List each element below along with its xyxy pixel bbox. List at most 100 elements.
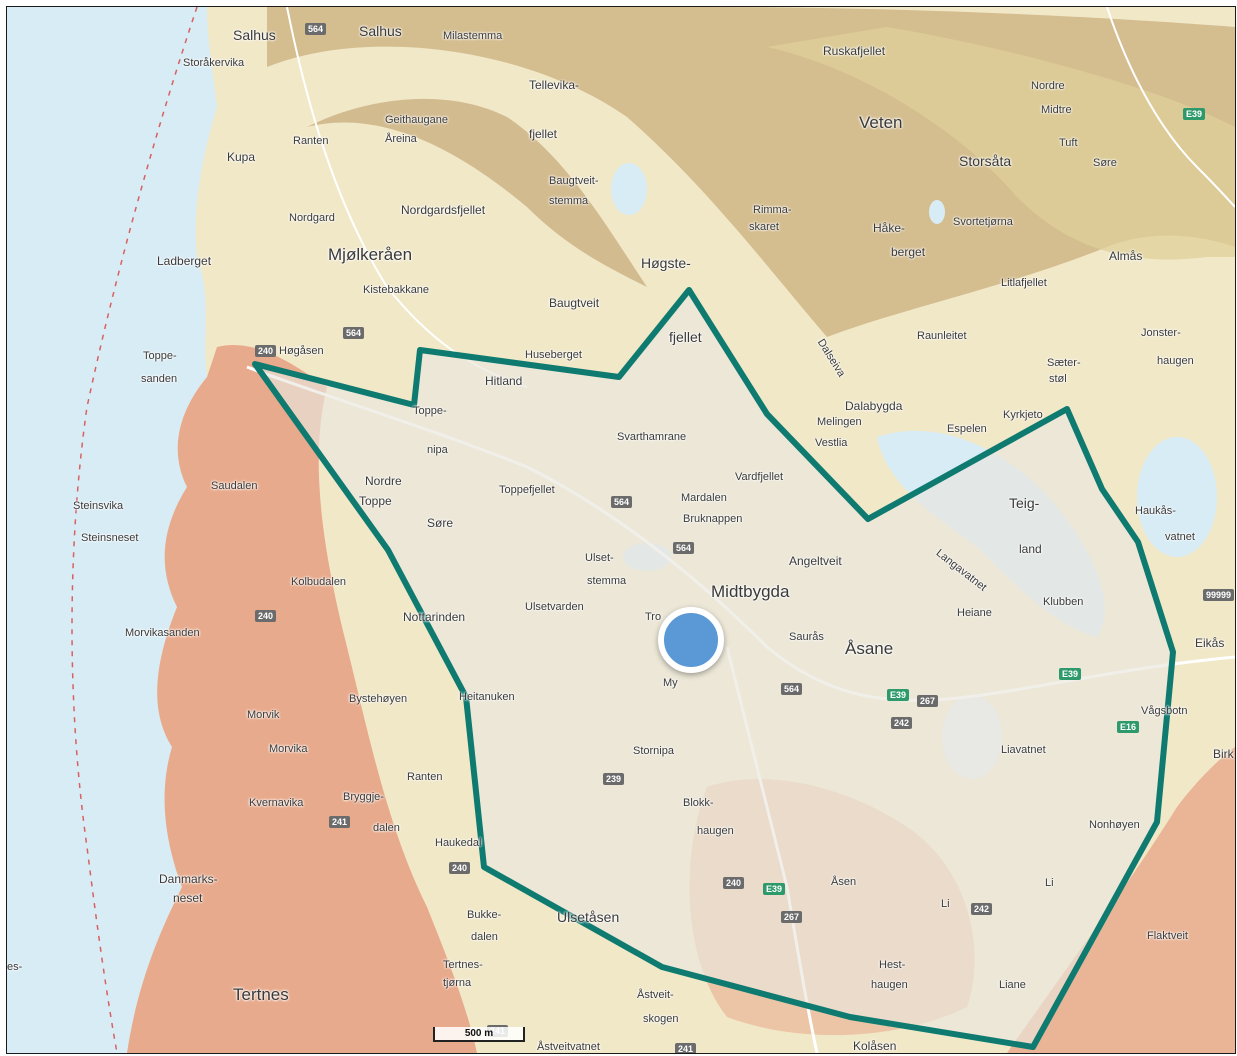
place-label: Ruskafjellet — [823, 44, 886, 58]
place-label: Toppe — [359, 494, 392, 508]
place-label: Nordre — [1031, 80, 1065, 92]
place-label: Almås — [1109, 249, 1143, 263]
place-label: Svarthamrane — [617, 431, 687, 443]
road-shield: 564 — [343, 327, 365, 339]
place-label: Kolbudalen — [291, 576, 347, 588]
municipal-boundary — [71, 7, 198, 1053]
place-label: Danmarks- — [159, 872, 218, 886]
place-label: Heiane — [957, 607, 992, 619]
current-location-marker[interactable] — [658, 607, 724, 673]
scale-bar: 500 m — [433, 1027, 525, 1042]
place-label: Saudalen — [211, 480, 258, 492]
road-shield: 564 — [673, 542, 695, 554]
place-label: Salhus — [233, 27, 276, 43]
place-label: Kyrkjeto — [1003, 409, 1043, 421]
mountain-area-2 — [307, 98, 647, 288]
place-label: fjellet — [669, 329, 702, 345]
place-label: Toppefjellet — [499, 484, 555, 496]
place-label: tjørna — [443, 977, 472, 989]
place-label: stemma — [587, 575, 627, 587]
place-label: haugen — [697, 825, 734, 837]
place-label: Heitanuken — [459, 691, 515, 703]
place-label: Rimma- — [753, 204, 792, 216]
place-label: berget — [891, 245, 926, 259]
place-label: Haukås- — [1135, 505, 1176, 517]
road-shield: E39 — [763, 883, 786, 895]
road-shield: E39 — [1183, 108, 1206, 120]
place-label: Raunleitet — [917, 330, 967, 342]
place-label: Ulsetvarden — [525, 601, 584, 613]
place-label: Hest- — [879, 959, 906, 971]
place-label: Haukedal — [435, 837, 482, 849]
place-label: Blokk- — [683, 797, 714, 809]
place-label: Flaktveit — [1147, 930, 1188, 942]
place-label: Birk — [1213, 747, 1234, 761]
place-label: Hitland — [485, 374, 523, 388]
place-label: Klubben — [1043, 596, 1084, 608]
road-shield: 564 — [611, 496, 633, 508]
place-label: Vardfjellet — [735, 471, 784, 483]
place-label: Litlafjellet — [1001, 277, 1047, 289]
map-viewport[interactable]: Salhus Salhus Milastemma Storåkervika Ru… — [6, 6, 1236, 1054]
place-label: Baugtveit- — [549, 175, 599, 187]
place-label: Toppe- — [413, 405, 447, 417]
place-label: skaret — [749, 221, 779, 233]
place-label: Dalabygda — [845, 399, 903, 413]
place-label: haugen — [871, 979, 908, 991]
place-label: vatnet — [1165, 531, 1195, 543]
road-shield: E39 — [1059, 668, 1082, 680]
place-label: Nordre — [365, 474, 402, 488]
road-shield: 564 — [305, 23, 327, 35]
place-label: skogen — [643, 1013, 679, 1025]
place-label: Melingen — [817, 416, 862, 428]
place-label: Li — [1045, 877, 1054, 889]
place-label: Tertnes — [233, 985, 289, 1004]
zone-polygon[interactable] — [252, 287, 1176, 1050]
place-label: Storsåta — [959, 153, 1012, 169]
place-label: Baugtveit — [549, 296, 600, 310]
place-label: Liane — [999, 979, 1026, 991]
place-label: Søre — [1093, 157, 1117, 169]
place-label: Mardalen — [681, 492, 727, 504]
road-shield: 241 — [329, 816, 351, 828]
place-label: Kolåsen — [853, 1039, 897, 1053]
place-label: Huseberget — [525, 349, 582, 361]
place-label: Bruknappen — [683, 513, 743, 525]
place-label: Morvik — [247, 709, 280, 721]
map-canvas[interactable] — [7, 7, 1235, 1053]
place-label: haugen — [1157, 355, 1194, 367]
place-label: Åstveitvatnet — [537, 1041, 600, 1053]
place-label: Svortetjørna — [953, 216, 1013, 228]
place-label: Ladberget — [157, 254, 212, 268]
place-label: Steinsneset — [81, 532, 139, 544]
lake-haukasvatnet — [1137, 437, 1217, 557]
place-label: Sæter- — [1047, 357, 1081, 369]
place-label: Morvikasanden — [125, 627, 200, 639]
road-shield: 240 — [723, 877, 745, 889]
place-label: Geithaugane — [385, 114, 448, 126]
place-label: Bukke- — [467, 909, 502, 921]
place-label: Åreina — [385, 133, 417, 145]
place-label: Eikås — [1195, 636, 1225, 650]
place-label: Jonster- — [1141, 327, 1181, 339]
place-label: Ulsetåsen — [557, 909, 620, 925]
place-label: Midtbygda — [711, 582, 790, 601]
place-label: Storåkervika — [183, 57, 245, 69]
place-label: Nordgardsfjellet — [401, 203, 486, 217]
place-label: Salhus — [359, 23, 402, 39]
place-label: Espelen — [947, 423, 987, 435]
place-label: My — [663, 677, 678, 689]
place-label: sanden — [141, 373, 178, 385]
place-label: Stornipa — [633, 745, 674, 757]
place-label: Ranten — [407, 771, 443, 783]
road-shield: 240 — [449, 862, 471, 874]
place-label: Steinsvika — [73, 500, 124, 512]
place-label: Mjølkeråen — [328, 245, 413, 264]
place-label: Veten — [859, 113, 903, 132]
place-label: Vågsbotn — [1141, 705, 1188, 717]
place-label: es- — [7, 961, 23, 973]
road-shield: E16 — [1117, 721, 1140, 733]
place-label: Li — [941, 898, 950, 910]
place-label: Nonhøyen — [1089, 819, 1140, 831]
place-label: Åstveit- — [637, 989, 674, 1001]
